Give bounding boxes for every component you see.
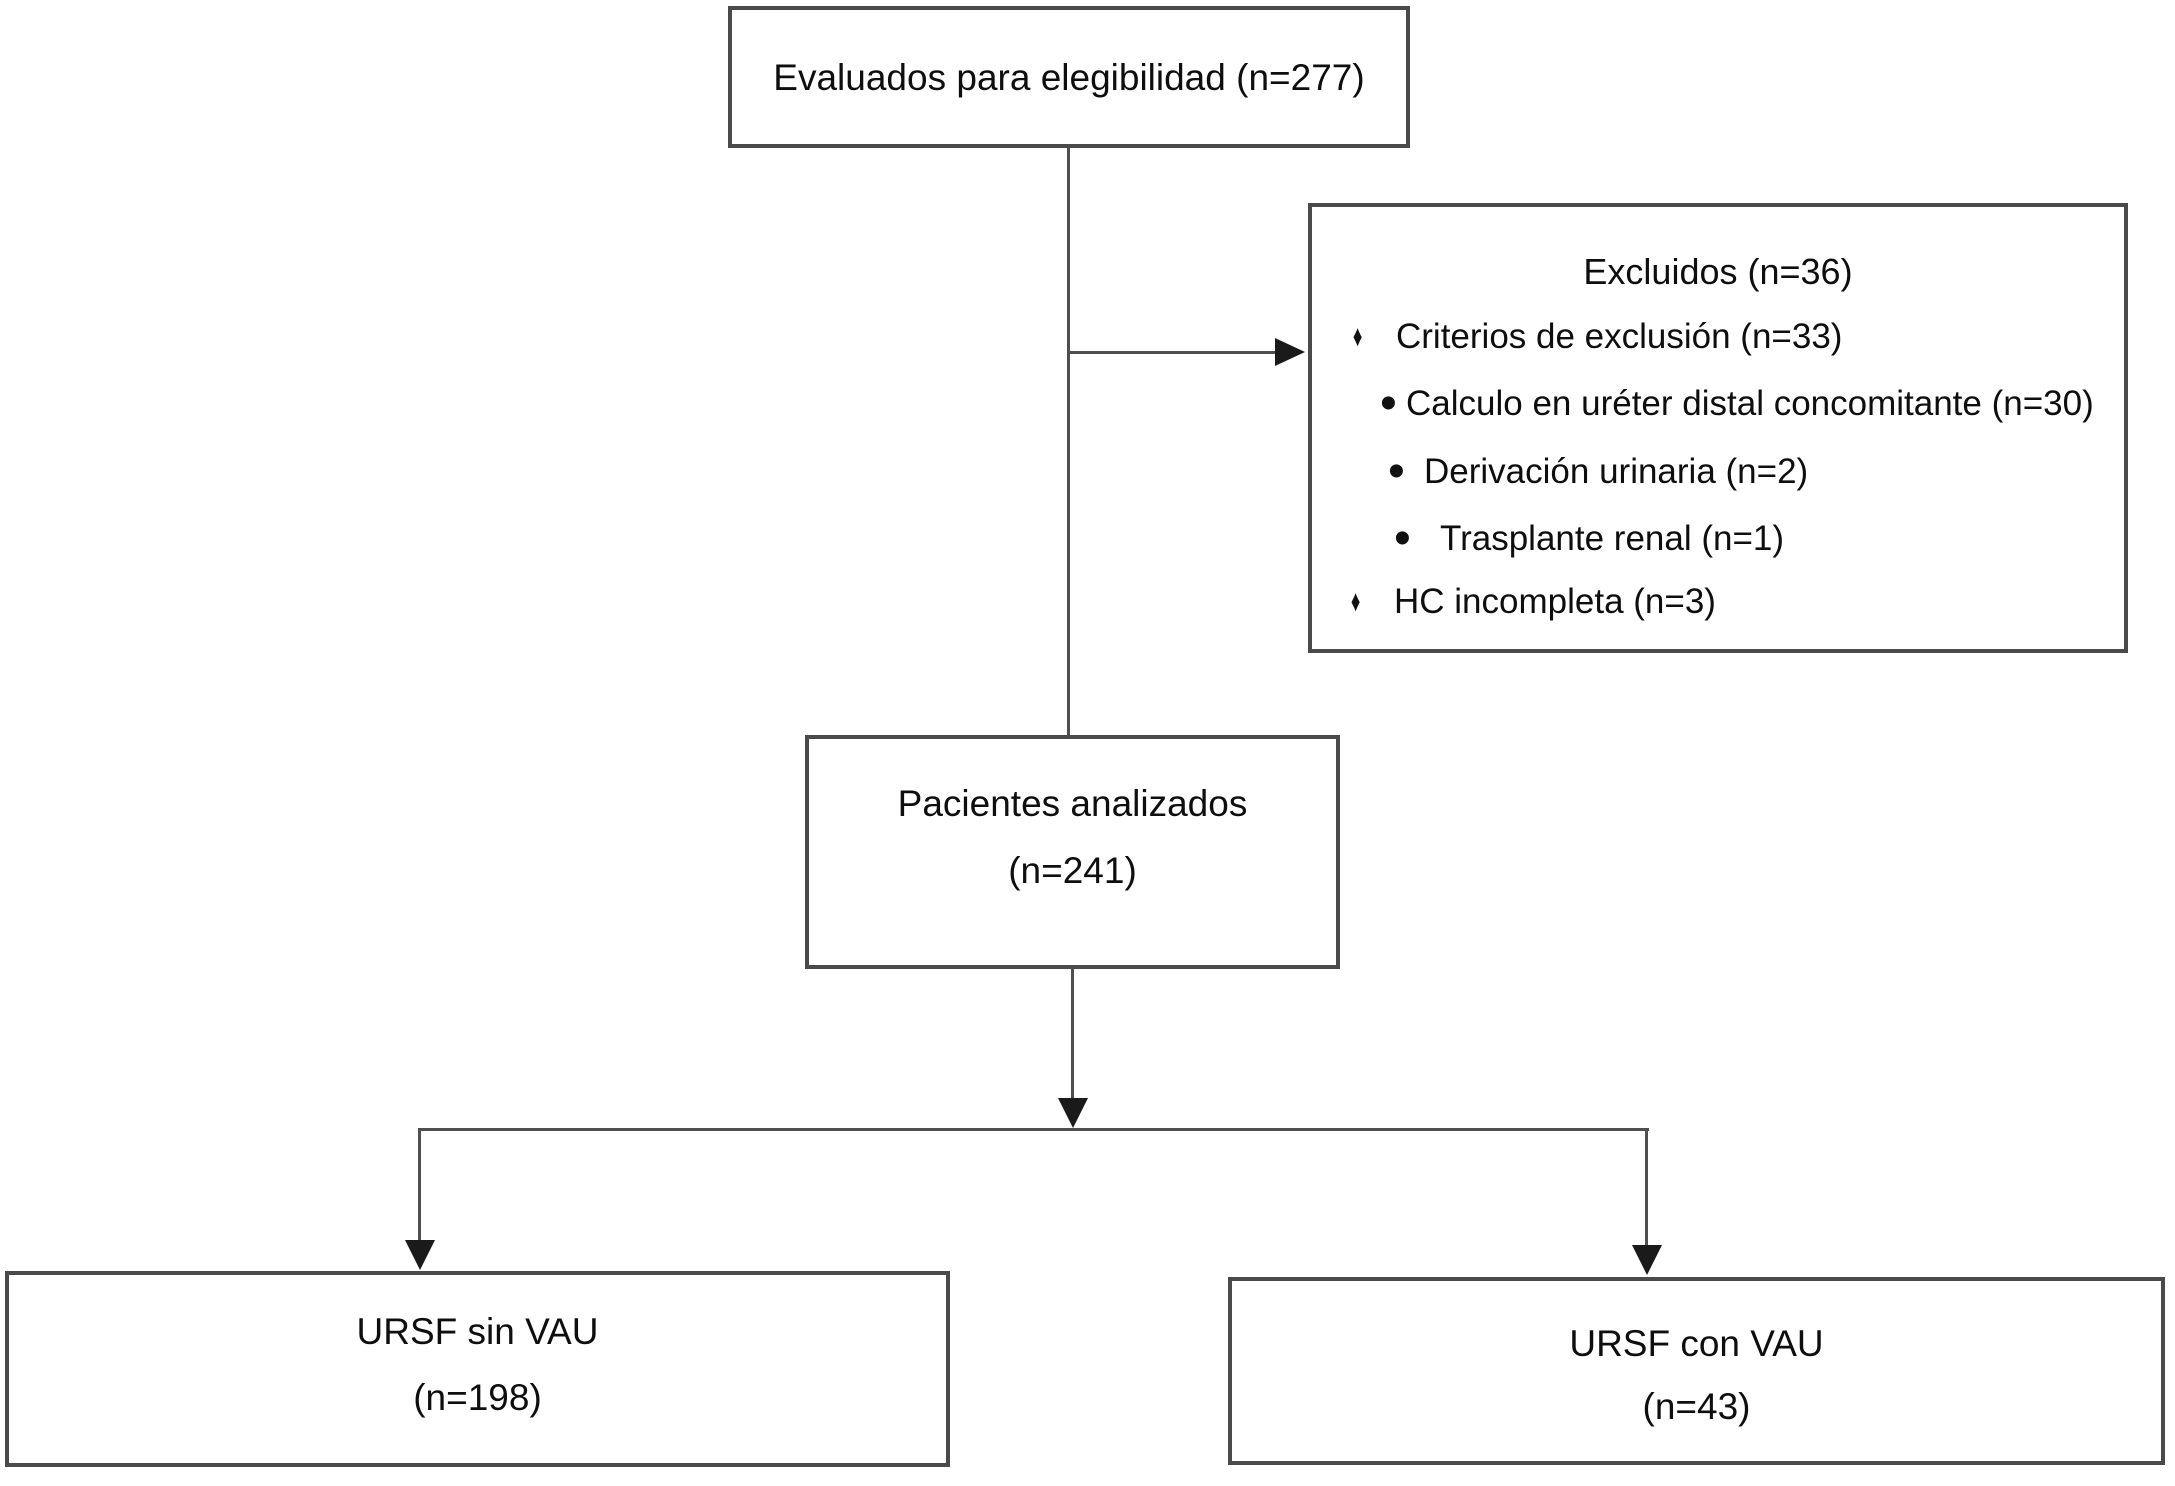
arm-right-label: URSF con VAU xyxy=(1569,1323,1824,1364)
excluded-box: Excluidos (n=36) ♦ Criterios de exclusió… xyxy=(1308,203,2128,653)
excluded-item-label: HC incompleta (n=3) xyxy=(1394,582,1716,621)
excluded-item: • Calculo en uréter distal concomitante … xyxy=(1312,380,2124,428)
arm-right-count: (n=43) xyxy=(1642,1386,1751,1427)
arm-left-label: URSF sin VAU xyxy=(356,1311,599,1352)
excluded-item-label: Derivación urinaria (n=2) xyxy=(1424,452,1809,491)
arm-left-count: (n=198) xyxy=(413,1377,542,1418)
excluded-item-label: Trasplante renal (n=1) xyxy=(1440,519,1785,558)
dot-bullet-icon: • xyxy=(1388,445,1405,498)
connector-branch-to-left-arm xyxy=(418,1128,421,1242)
connector-to-excluded xyxy=(1067,351,1275,354)
connector-branch-to-right-arm xyxy=(1645,1128,1648,1247)
branch-line xyxy=(419,1128,1649,1131)
excluded-item-label: Criterios de exclusión (n=33) xyxy=(1396,317,1843,356)
analyzed-count: (n=241) xyxy=(1008,850,1137,891)
excluded-item: ♦ Criterios de exclusión (n=33) xyxy=(1312,313,2124,361)
excluded-item: • Trasplante renal (n=1) xyxy=(1312,515,2124,563)
arm-left-box: URSF sin VAU (n=198) xyxy=(5,1271,950,1467)
arrowhead-down-icon xyxy=(405,1240,435,1270)
excluded-item: ♦ HC incompleta (n=3) xyxy=(1312,578,2124,626)
diamond-bullet-icon: ♦ xyxy=(1352,320,1363,353)
excluded-title: Excluidos (n=36) xyxy=(1583,251,1853,292)
connector-eligibility-to-analyzed xyxy=(1067,148,1070,737)
analyzed-box: Pacientes analizados (n=241) xyxy=(805,735,1340,969)
excluded-item-label: Calculo en uréter distal concomitante (n… xyxy=(1406,384,2094,423)
arrowhead-right-icon xyxy=(1275,338,1305,366)
connector-analyzed-to-branch xyxy=(1071,969,1074,1100)
diamond-bullet-icon: ♦ xyxy=(1350,585,1361,618)
arrowhead-down-icon xyxy=(1632,1245,1662,1275)
arm-right-box: URSF con VAU (n=43) xyxy=(1228,1277,2165,1465)
analyzed-label: Pacientes analizados xyxy=(897,783,1248,824)
excluded-item: • Derivación urinaria (n=2) xyxy=(1312,448,2124,496)
eligibility-box: Evaluados para elegibilidad (n=277) xyxy=(728,6,1410,148)
dot-bullet-icon: • xyxy=(1394,512,1411,565)
arrowhead-down-icon xyxy=(1058,1098,1088,1128)
dot-bullet-icon: • xyxy=(1380,377,1397,430)
eligibility-label: Evaluados para elegibilidad (n=277) xyxy=(773,57,1365,98)
